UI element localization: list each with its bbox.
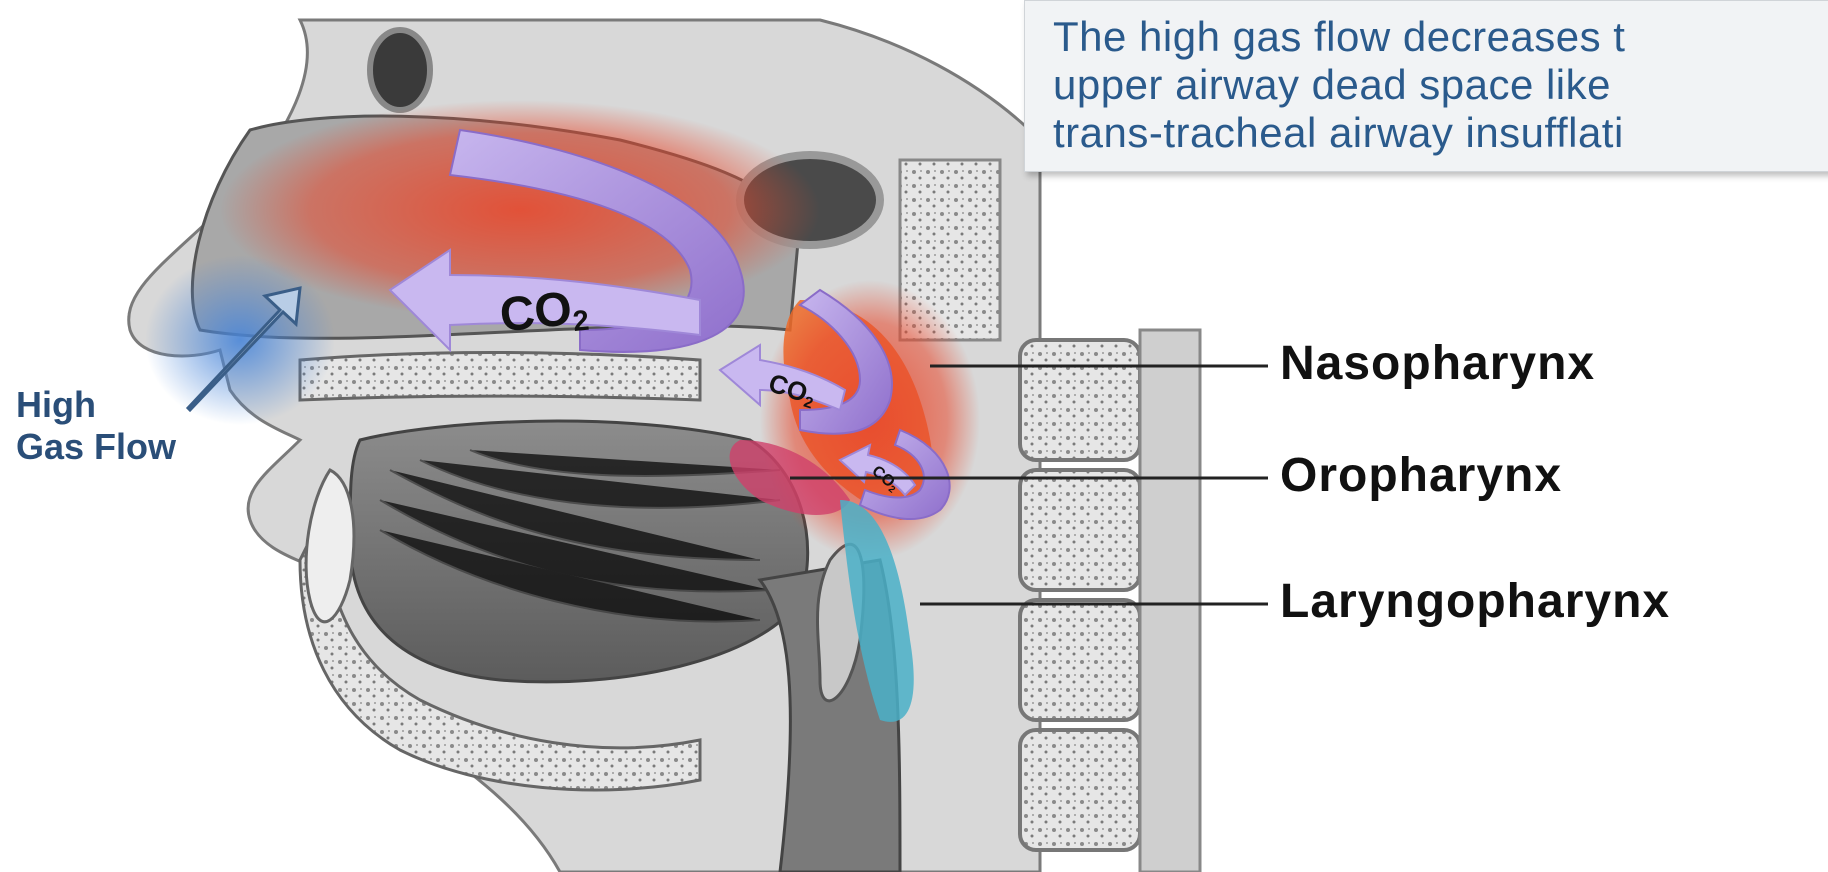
- co2-label-large: CO2: [497, 280, 591, 347]
- explanation-callout: The high gas flow decreases t upper airw…: [1024, 0, 1828, 172]
- frontal-sinus: [370, 30, 430, 110]
- cervical-spine: [1020, 330, 1200, 872]
- co2-symbol: CO: [497, 282, 574, 342]
- high-gas-flow-line-2: Gas Flow: [16, 426, 176, 468]
- nasopharynx-label: Nasopharynx: [1280, 336, 1595, 391]
- laryngopharynx-label: Laryngopharynx: [1280, 574, 1670, 629]
- high-gas-flow-line-1: High: [16, 384, 176, 426]
- callout-line-1: The high gas flow decreases t: [1053, 13, 1828, 61]
- co2-subscript: 2: [571, 305, 590, 338]
- callout-line-3: trans-tracheal airway insufflati: [1053, 109, 1828, 157]
- oropharynx-label: Oropharynx: [1280, 448, 1562, 503]
- high-gas-flow-label: High Gas Flow: [16, 384, 176, 468]
- hard-palate: [300, 353, 700, 401]
- callout-line-2: upper airway dead space like: [1053, 61, 1828, 109]
